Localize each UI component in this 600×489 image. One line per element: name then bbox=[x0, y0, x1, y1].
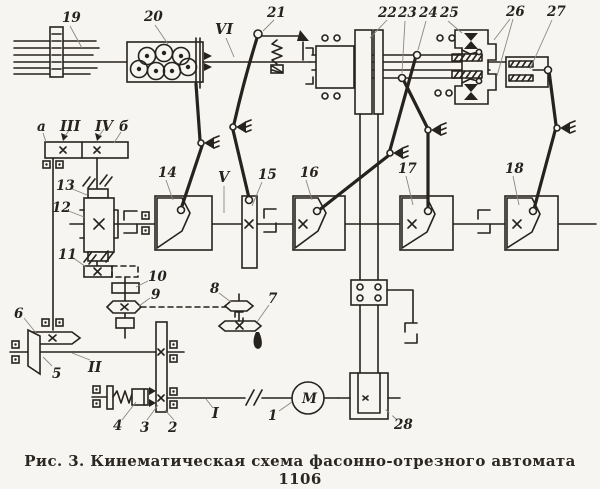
label-14: 14 bbox=[158, 165, 177, 181]
label-10: 10 bbox=[148, 269, 167, 285]
motor-circle bbox=[291, 381, 325, 415]
change-gear-bar bbox=[42, 141, 129, 331]
gear-train-9-10-11 bbox=[83, 265, 228, 339]
stock-guide-bracket bbox=[49, 26, 64, 78]
label-22: 22 bbox=[377, 5, 397, 21]
label-16: 16 bbox=[300, 165, 319, 181]
gear-pair-7-8 bbox=[217, 293, 263, 349]
kinematic-diagram: М bbox=[9, 4, 597, 436]
label-26: 26 bbox=[505, 4, 525, 20]
shaft-I-group: М bbox=[166, 381, 339, 415]
collet-chuck-26 bbox=[451, 29, 497, 105]
lever-15-21 bbox=[231, 29, 263, 200]
vertical-drive-shaft bbox=[350, 113, 418, 374]
label-9: 9 bbox=[151, 287, 161, 303]
label-11: 11 bbox=[58, 247, 77, 263]
pivot-flags bbox=[197, 119, 576, 159]
bar-stock bbox=[13, 26, 129, 78]
label-21: 21 bbox=[266, 5, 286, 21]
follower-17 bbox=[423, 206, 433, 216]
cam-16 bbox=[263, 195, 346, 251]
label-19: 19 bbox=[62, 10, 81, 26]
label-17: 17 bbox=[398, 161, 417, 177]
lever-18-27 bbox=[532, 65, 558, 211]
lower-bearing-block-28 bbox=[337, 372, 401, 420]
spring-4 bbox=[112, 390, 133, 404]
pivot-arrow-icon bbox=[297, 30, 309, 41]
label-20: 20 bbox=[143, 9, 163, 25]
label-7: 7 bbox=[268, 291, 278, 307]
label-6: 6 bbox=[14, 306, 24, 322]
label-4: 4 bbox=[113, 418, 122, 434]
bevel-gear-5 bbox=[27, 328, 41, 376]
label-13: 13 bbox=[56, 178, 75, 194]
label-5: 5 bbox=[52, 366, 61, 382]
spring-21 bbox=[271, 39, 283, 65]
cam-disc-15 bbox=[241, 195, 258, 269]
follower-15 bbox=[244, 195, 254, 205]
follower-18 bbox=[528, 206, 538, 216]
label-3: 3 bbox=[140, 420, 149, 436]
label-24: 24 bbox=[418, 5, 438, 21]
spindle-headstock bbox=[309, 29, 549, 115]
feed-slide bbox=[195, 37, 201, 89]
follower-14 bbox=[176, 205, 186, 215]
shaft-labels: VI V III IV II I а б bbox=[37, 21, 234, 422]
feed-linkage-lever bbox=[179, 82, 204, 211]
oil-drop-icon bbox=[253, 332, 262, 349]
label-28: 28 bbox=[393, 417, 413, 433]
spring-pusher-3-4 bbox=[91, 385, 156, 410]
gear-cluster-12-13 bbox=[79, 174, 150, 266]
label-23: 23 bbox=[397, 5, 417, 21]
follower-16 bbox=[312, 206, 322, 216]
spring-lever-21 bbox=[261, 30, 314, 85]
motor-label: М bbox=[301, 391, 318, 407]
feed-roller-box bbox=[126, 37, 212, 97]
feed-finger-27 bbox=[505, 56, 549, 88]
label-shaft-III: III bbox=[59, 118, 82, 135]
label-25: 25 bbox=[439, 5, 459, 21]
lever-16-chuck bbox=[316, 50, 422, 213]
label-shaft-VI: VI bbox=[215, 21, 234, 38]
label-point-b: б bbox=[119, 119, 129, 135]
label-shaft-I: I bbox=[211, 405, 220, 422]
label-8: 8 bbox=[210, 281, 220, 297]
figure-caption: Рис. 3. Кинематическая схема фасонно-отр… bbox=[24, 452, 576, 488]
camshaft-flange bbox=[354, 29, 373, 115]
label-shaft-II: II bbox=[87, 359, 103, 376]
label-shaft-IV: IV bbox=[94, 118, 115, 135]
label-shaft-V: V bbox=[218, 169, 231, 186]
label-1: 1 bbox=[268, 408, 277, 424]
label-leaders bbox=[23, 18, 553, 421]
label-point-a: а bbox=[37, 119, 46, 135]
label-12: 12 bbox=[52, 200, 71, 216]
cross-slide-plate-2 bbox=[155, 321, 178, 413]
label-2: 2 bbox=[167, 420, 177, 436]
label-27: 27 bbox=[546, 4, 566, 20]
label-18: 18 bbox=[505, 161, 524, 177]
lever-17 bbox=[397, 73, 430, 211]
part-labels: 19 20 21 22 23 24 25 26 27 13 12 11 10 9… bbox=[14, 4, 566, 436]
belt-drive-break bbox=[245, 389, 263, 406]
label-15: 15 bbox=[258, 167, 277, 183]
bevel-gearbox bbox=[350, 279, 388, 306]
shaft-II-group bbox=[9, 318, 185, 376]
cam-18 bbox=[477, 195, 559, 251]
